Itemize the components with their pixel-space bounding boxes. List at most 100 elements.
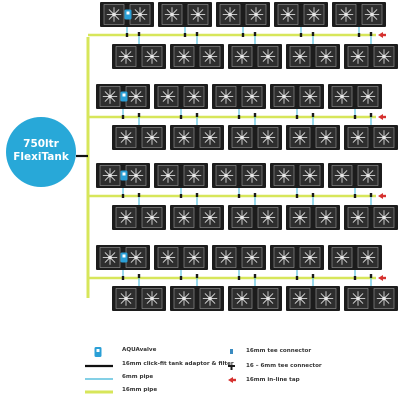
fan-pot-icon	[231, 207, 253, 228]
tray-group	[286, 286, 340, 311]
fan-pot-icon	[173, 46, 195, 67]
tee-connector-icon	[357, 33, 361, 37]
tee-connector-icon	[253, 113, 257, 117]
tray-group	[154, 163, 208, 188]
fan-pot-icon	[157, 86, 179, 107]
tee-connector-icon	[253, 32, 257, 36]
tank-layer	[6, 117, 76, 187]
fan-pot-icon	[183, 247, 205, 268]
fan-pot-icon	[357, 165, 379, 186]
tray-group	[170, 205, 224, 230]
inline-tap-icon	[228, 377, 236, 383]
fan-pot-icon	[141, 46, 163, 67]
tray-group	[286, 205, 340, 230]
tray-group	[270, 163, 324, 188]
fan-pot-icon	[215, 165, 237, 186]
tray-group	[212, 245, 266, 270]
tank-name: FlexiTank	[13, 151, 69, 163]
fan-pot-icon	[157, 247, 179, 268]
tee-connector-icon	[311, 32, 315, 36]
fan-pot-icon	[173, 207, 195, 228]
fan-pot-icon	[173, 288, 195, 309]
fan-pot-icon	[273, 86, 295, 107]
tray-group	[270, 245, 324, 270]
fan-pot-icon	[273, 165, 295, 186]
fan-pot-icon	[199, 207, 221, 228]
tee-connector-icon	[295, 194, 299, 198]
fan-pot-icon	[215, 247, 237, 268]
fan-pot-icon	[115, 127, 137, 148]
tee-connector-icon	[369, 113, 373, 117]
aquavalve-icon	[120, 252, 128, 263]
tray-group	[328, 84, 382, 109]
fan-pot-icon	[241, 165, 263, 186]
fan-pot-icon	[373, 46, 395, 67]
fan-pot-icon	[315, 127, 337, 148]
inline-tap-icon	[378, 193, 386, 199]
fan-pot-icon	[183, 86, 205, 107]
tray-group	[216, 2, 270, 27]
tray-group	[112, 286, 166, 311]
fan-pot-icon	[347, 46, 369, 67]
fan-pot-icon	[99, 165, 121, 186]
legend-aquavalve-label: AQUAvalve	[122, 347, 157, 353]
fan-pot-icon	[125, 86, 147, 107]
fan-pot-icon	[245, 4, 267, 25]
fan-pot-icon	[257, 127, 279, 148]
legend-16-6mm-tee-label: 16 – 6mm tee connector	[246, 363, 322, 369]
tank-capacity: 750ltr	[23, 138, 59, 150]
fan-pot-icon	[299, 247, 321, 268]
fan-pot-icon	[257, 288, 279, 309]
fan-pot-icon	[103, 4, 125, 25]
fan-pot-icon	[315, 288, 337, 309]
fan-pot-icon	[335, 4, 357, 25]
tee-connector-icon	[295, 115, 299, 119]
fan-pot-icon	[199, 288, 221, 309]
aquavalve-icon	[120, 91, 128, 102]
fan-pot-icon	[347, 127, 369, 148]
fan-pot-icon	[373, 127, 395, 148]
tee-connector-icon	[311, 193, 315, 197]
tray-group	[170, 125, 224, 150]
tee-connector-icon	[195, 274, 199, 278]
legend-tank-adaptor-label: 16mm click-fit tank adaptor & filter	[122, 361, 234, 367]
tee-connector-icon	[179, 276, 183, 280]
fan-pot-icon	[357, 247, 379, 268]
tray-group	[228, 44, 282, 69]
tray-group	[228, 205, 282, 230]
tee-connector-icon	[179, 115, 183, 119]
fan-pot-icon	[257, 207, 279, 228]
tray-group	[286, 125, 340, 150]
fan-pot-icon	[347, 288, 369, 309]
tray-group	[344, 286, 398, 311]
tray-group	[228, 286, 282, 311]
tee-connector-icon	[369, 32, 373, 36]
fan-pot-icon	[141, 207, 163, 228]
fan-pot-icon	[373, 288, 395, 309]
aquavalve-icon	[120, 170, 128, 181]
fan-pot-icon	[289, 127, 311, 148]
tray-group	[112, 44, 166, 69]
flexitank-icon	[6, 117, 76, 187]
tee-connector-icon	[195, 193, 199, 197]
tee-connector-icon	[369, 274, 373, 278]
tray-group	[154, 84, 208, 109]
fan-pot-icon	[161, 4, 183, 25]
tee-connector-icon	[241, 33, 245, 37]
fan-pot-icon	[303, 4, 325, 25]
fan-pot-icon	[315, 46, 337, 67]
fan-pot-icon	[289, 288, 311, 309]
fan-pot-icon	[331, 86, 353, 107]
fan-pot-icon	[241, 86, 263, 107]
fan-pot-icon	[141, 288, 163, 309]
tee-connector-icon	[237, 115, 241, 119]
tee-connector-icon	[195, 113, 199, 117]
aquavalve-icon	[94, 347, 102, 357]
tee-connector-icon	[369, 193, 373, 197]
fan-pot-icon	[183, 165, 205, 186]
fan-pot-icon	[289, 207, 311, 228]
fan-pot-icon	[299, 165, 321, 186]
tray-group	[228, 125, 282, 150]
fan-pot-icon	[99, 247, 121, 268]
